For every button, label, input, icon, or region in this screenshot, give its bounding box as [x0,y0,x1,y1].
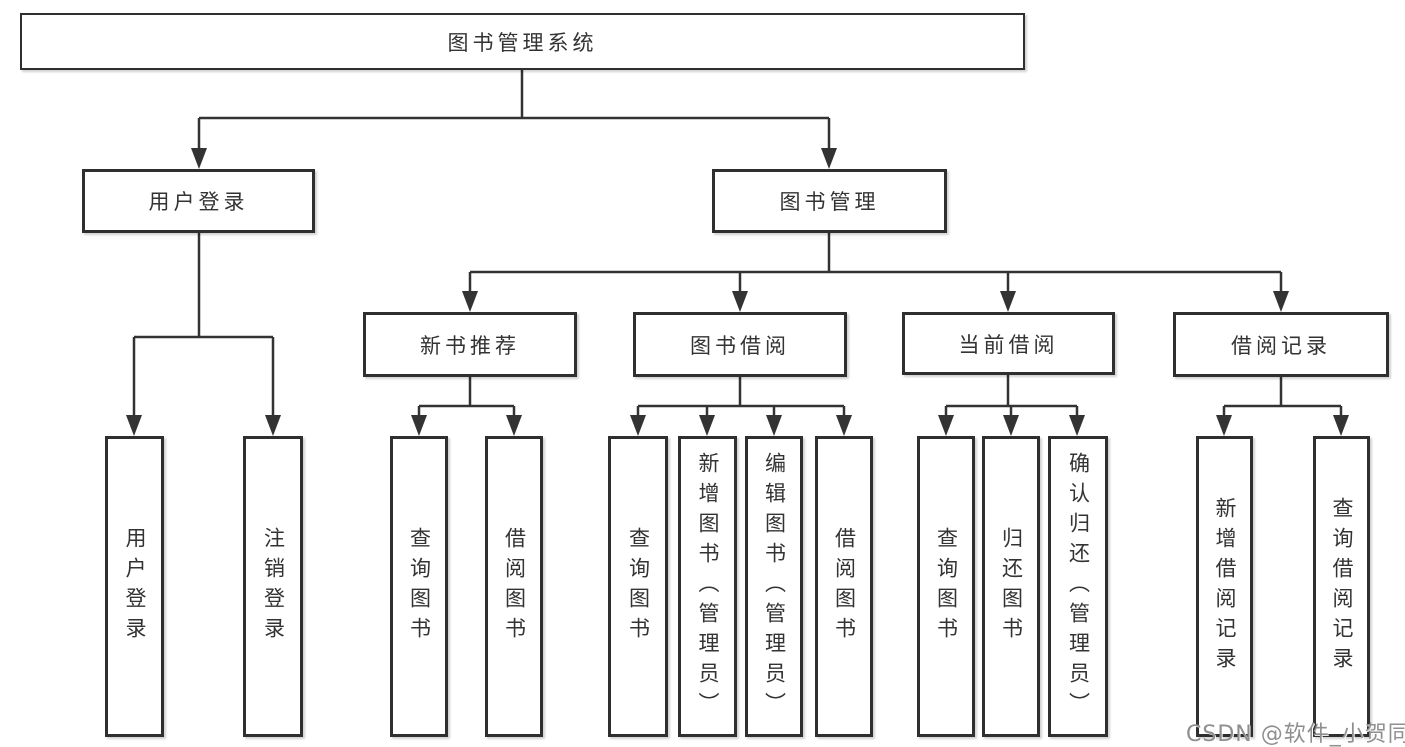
leaf-logout: 注销登录 [243,436,303,737]
connector-bookborrow-children [636,377,846,424]
arrowhead [630,415,646,436]
leaf-confirm-return-admin-label: 确认归还（管理员） [1066,451,1091,722]
leaf-query-borrow-record-label: 查询借阅记录 [1330,496,1354,677]
leaf-add-books-admin: 新增图书（管理员） [678,436,737,737]
connector-bookmgmt-to-level3 [468,233,1283,300]
node-new-book-recommend: 新书推荐 [363,312,577,377]
arrowhead [1003,415,1019,436]
leaf-query-books-borrowing: 查询图书 [608,436,668,737]
arrowhead [1273,291,1289,312]
connector-records-children [1222,377,1343,424]
leaf-query-books-current: 查询图书 [917,436,975,737]
arrowhead [506,415,522,436]
connector-userlogin-children [132,233,275,424]
node-new-book-recommend-label: 新书推荐 [420,333,520,358]
arrowheads [126,148,1349,436]
leaf-confirm-return-admin: 确认归还（管理员） [1048,436,1108,737]
arrowhead [732,291,748,312]
node-book-borrowing: 图书借阅 [633,312,847,377]
arrowhead [462,291,478,312]
leaf-user-login: 用户登录 [105,436,164,737]
arrowhead [1333,415,1349,436]
arrowhead [821,148,837,169]
connector-newbook-children [417,377,516,424]
arrowhead [766,415,782,436]
leaf-add-borrow-record-label: 新增借阅记录 [1213,496,1237,677]
leaf-add-books-admin-label: 新增图书（管理员） [696,451,720,722]
leaf-borrow-books-borrowing-label: 借阅图书 [832,526,857,647]
leaf-query-books-borrowing-label: 查询图书 [626,526,651,647]
node-book-borrowing-label: 图书借阅 [690,333,790,358]
leaf-borrow-books-borrowing: 借阅图书 [815,436,873,737]
arrowhead [699,415,715,436]
leaf-query-borrow-record: 查询借阅记录 [1313,436,1370,737]
node-borrowing-records: 借阅记录 [1173,312,1389,377]
leaf-user-login-label: 用户登录 [123,526,147,647]
node-book-management: 图书管理 [712,169,947,233]
arrowhead [938,415,954,436]
arrowhead [1000,291,1016,312]
csdn-watermark: CSDN @软件_小贺同学 [1186,722,1405,747]
leaf-borrow-books-newbook-label: 借阅图书 [502,526,527,647]
leaf-borrow-books-newbook: 借阅图书 [485,436,543,737]
leaf-edit-books-admin-label: 编辑图书（管理员） [762,451,787,722]
arrowhead [265,415,281,436]
leaf-edit-books-admin: 编辑图书（管理员） [745,436,803,737]
arrowhead [836,415,852,436]
connector-segments [132,70,1343,424]
leaf-logout-label: 注销登录 [261,526,286,647]
leaf-query-books-newbook-label: 查询图书 [407,526,432,647]
arrowhead [1216,415,1232,436]
leaf-query-books-newbook: 查询图书 [390,436,448,737]
arrowhead [411,415,427,436]
node-user-login: 用户登录 [82,169,315,233]
leaf-add-borrow-record: 新增借阅记录 [1196,436,1253,737]
node-current-borrowing: 当前借阅 [902,312,1115,375]
node-current-borrowing-label: 当前借阅 [958,332,1059,357]
arrowhead [1069,415,1085,436]
arrowhead [126,415,142,436]
leaf-return-books: 归还图书 [982,436,1040,737]
node-user-login-label: 用户登录 [148,190,249,214]
leaf-return-books-label: 归还图书 [999,526,1024,647]
connector-root-to-level2 [197,70,831,156]
leaf-query-books-current-label: 查询图书 [934,526,959,647]
arrowhead [191,148,207,169]
node-borrowing-records-label: 借阅记录 [1231,333,1331,358]
node-root-label: 图书管理系统 [447,30,598,55]
node-root: 图书管理系统 [20,13,1025,70]
node-book-management-label: 图书管理 [779,190,880,214]
